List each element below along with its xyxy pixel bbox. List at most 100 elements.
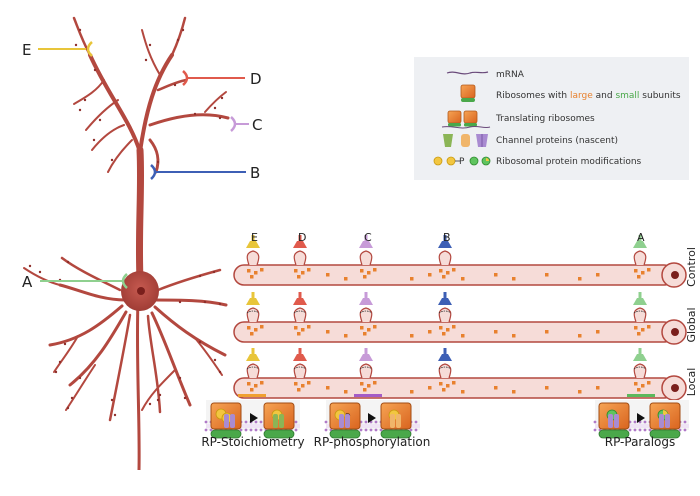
- axon-terminal: [443, 235, 447, 242]
- axon-terminal: [364, 348, 368, 355]
- spine: [78, 108, 82, 112]
- presynaptic-terminal: [438, 241, 452, 248]
- modifications-icon: P: [433, 156, 491, 167]
- axon-terminal: [364, 235, 368, 242]
- ribosome: [326, 386, 330, 390]
- ribosome: [326, 273, 330, 277]
- channel-proteins-icon: [443, 134, 488, 147]
- presynaptic-terminal: [246, 298, 260, 305]
- legend-mrna: mRNA: [496, 70, 525, 80]
- lipid-head: [254, 428, 258, 432]
- ribosome: [596, 386, 600, 390]
- lipid-head: [593, 420, 597, 424]
- ribosome: [442, 332, 446, 336]
- ribosome: [363, 332, 367, 336]
- presynaptic-terminal: [438, 354, 452, 361]
- soma-nucleus: [671, 328, 679, 336]
- spine-head: [293, 307, 307, 323]
- ribosome: [307, 268, 311, 272]
- modification-panels: P: [204, 400, 689, 439]
- ribosome: [297, 332, 301, 336]
- spine-membrane-mark: [359, 366, 373, 370]
- ribosome: [360, 269, 364, 273]
- neuron: [23, 16, 230, 471]
- ribosome: [247, 326, 251, 330]
- panel-label-stoichiometry: RP-Stoichiometry: [201, 435, 304, 449]
- neuron-label-b: B: [250, 164, 260, 182]
- lipid-head: [294, 428, 298, 432]
- ribosome: [494, 386, 498, 390]
- spine: [218, 370, 222, 374]
- lipid-head: [369, 428, 373, 432]
- spine: [178, 300, 182, 304]
- spine: [203, 300, 207, 304]
- ribosome: [641, 328, 645, 332]
- ribosome: [373, 268, 377, 272]
- ribosome: [446, 271, 450, 275]
- arrow-icon: [637, 413, 645, 423]
- spine: [144, 58, 148, 62]
- ribosome: [344, 277, 348, 281]
- presynaptic-terminal: [438, 298, 452, 305]
- ribosome: [634, 326, 638, 330]
- legend-modifications: Ribosomal protein modifications: [496, 157, 642, 167]
- lipid-head: [379, 428, 383, 432]
- spine: [92, 138, 96, 142]
- spine: [113, 413, 117, 417]
- spine: [156, 160, 160, 164]
- row-label-global: Global: [685, 307, 698, 342]
- spine: [158, 393, 162, 397]
- spine-membrane-mark: [359, 310, 373, 314]
- lipid-head: [324, 420, 328, 424]
- ribosome: [545, 330, 549, 334]
- lipid-head: [374, 420, 378, 424]
- ribosome: [442, 275, 446, 279]
- ribosome-small: [598, 429, 630, 439]
- ribosome: [512, 334, 516, 338]
- spine: [28, 264, 32, 268]
- ribosome: [439, 269, 443, 273]
- lipid-head: [414, 428, 418, 432]
- ribosome: [373, 325, 377, 329]
- ribosome: [428, 386, 432, 390]
- spine: [110, 158, 114, 162]
- ribosome: [260, 325, 264, 329]
- channel-subunit: [614, 414, 619, 428]
- dendritic-spines: [28, 28, 224, 417]
- ribosome: [637, 275, 641, 279]
- channel-subunit: [396, 414, 401, 428]
- ribosome: [578, 334, 582, 338]
- panel-stoichiometry: [204, 400, 300, 439]
- ribosome-small: [649, 429, 681, 439]
- ribosome: [596, 273, 600, 277]
- spine: [193, 112, 197, 116]
- ribosome: [410, 390, 414, 394]
- axon-terminal: [251, 348, 255, 355]
- spine: [54, 370, 58, 374]
- lipid-head: [633, 420, 637, 424]
- spine-membrane-mark: [246, 366, 260, 370]
- channel-subunit: [224, 414, 229, 428]
- spine-head: [359, 363, 373, 379]
- ribosome: [247, 382, 251, 386]
- translating-ribosomes-icon: [441, 110, 491, 129]
- spine: [148, 43, 152, 47]
- ribosome: [647, 268, 651, 272]
- axon-terminal: [443, 348, 447, 355]
- ribosome: [578, 277, 582, 281]
- electrode-d: [182, 70, 245, 86]
- ribosome: [326, 330, 330, 334]
- ribosome: [254, 271, 258, 275]
- ribosome: [297, 388, 301, 392]
- spine: [218, 116, 222, 120]
- ribosome: [647, 381, 651, 385]
- rp-paralog-slice: [663, 410, 668, 415]
- spine: [93, 68, 97, 72]
- lipid-head: [678, 428, 682, 432]
- legend-ribosomes: Ribosomes with large and small subunits: [496, 91, 681, 101]
- ribosome: [634, 269, 638, 273]
- channel-subunit: [390, 414, 395, 428]
- ribosome: [307, 325, 311, 329]
- ribosome: [461, 277, 465, 281]
- spine: [66, 260, 70, 264]
